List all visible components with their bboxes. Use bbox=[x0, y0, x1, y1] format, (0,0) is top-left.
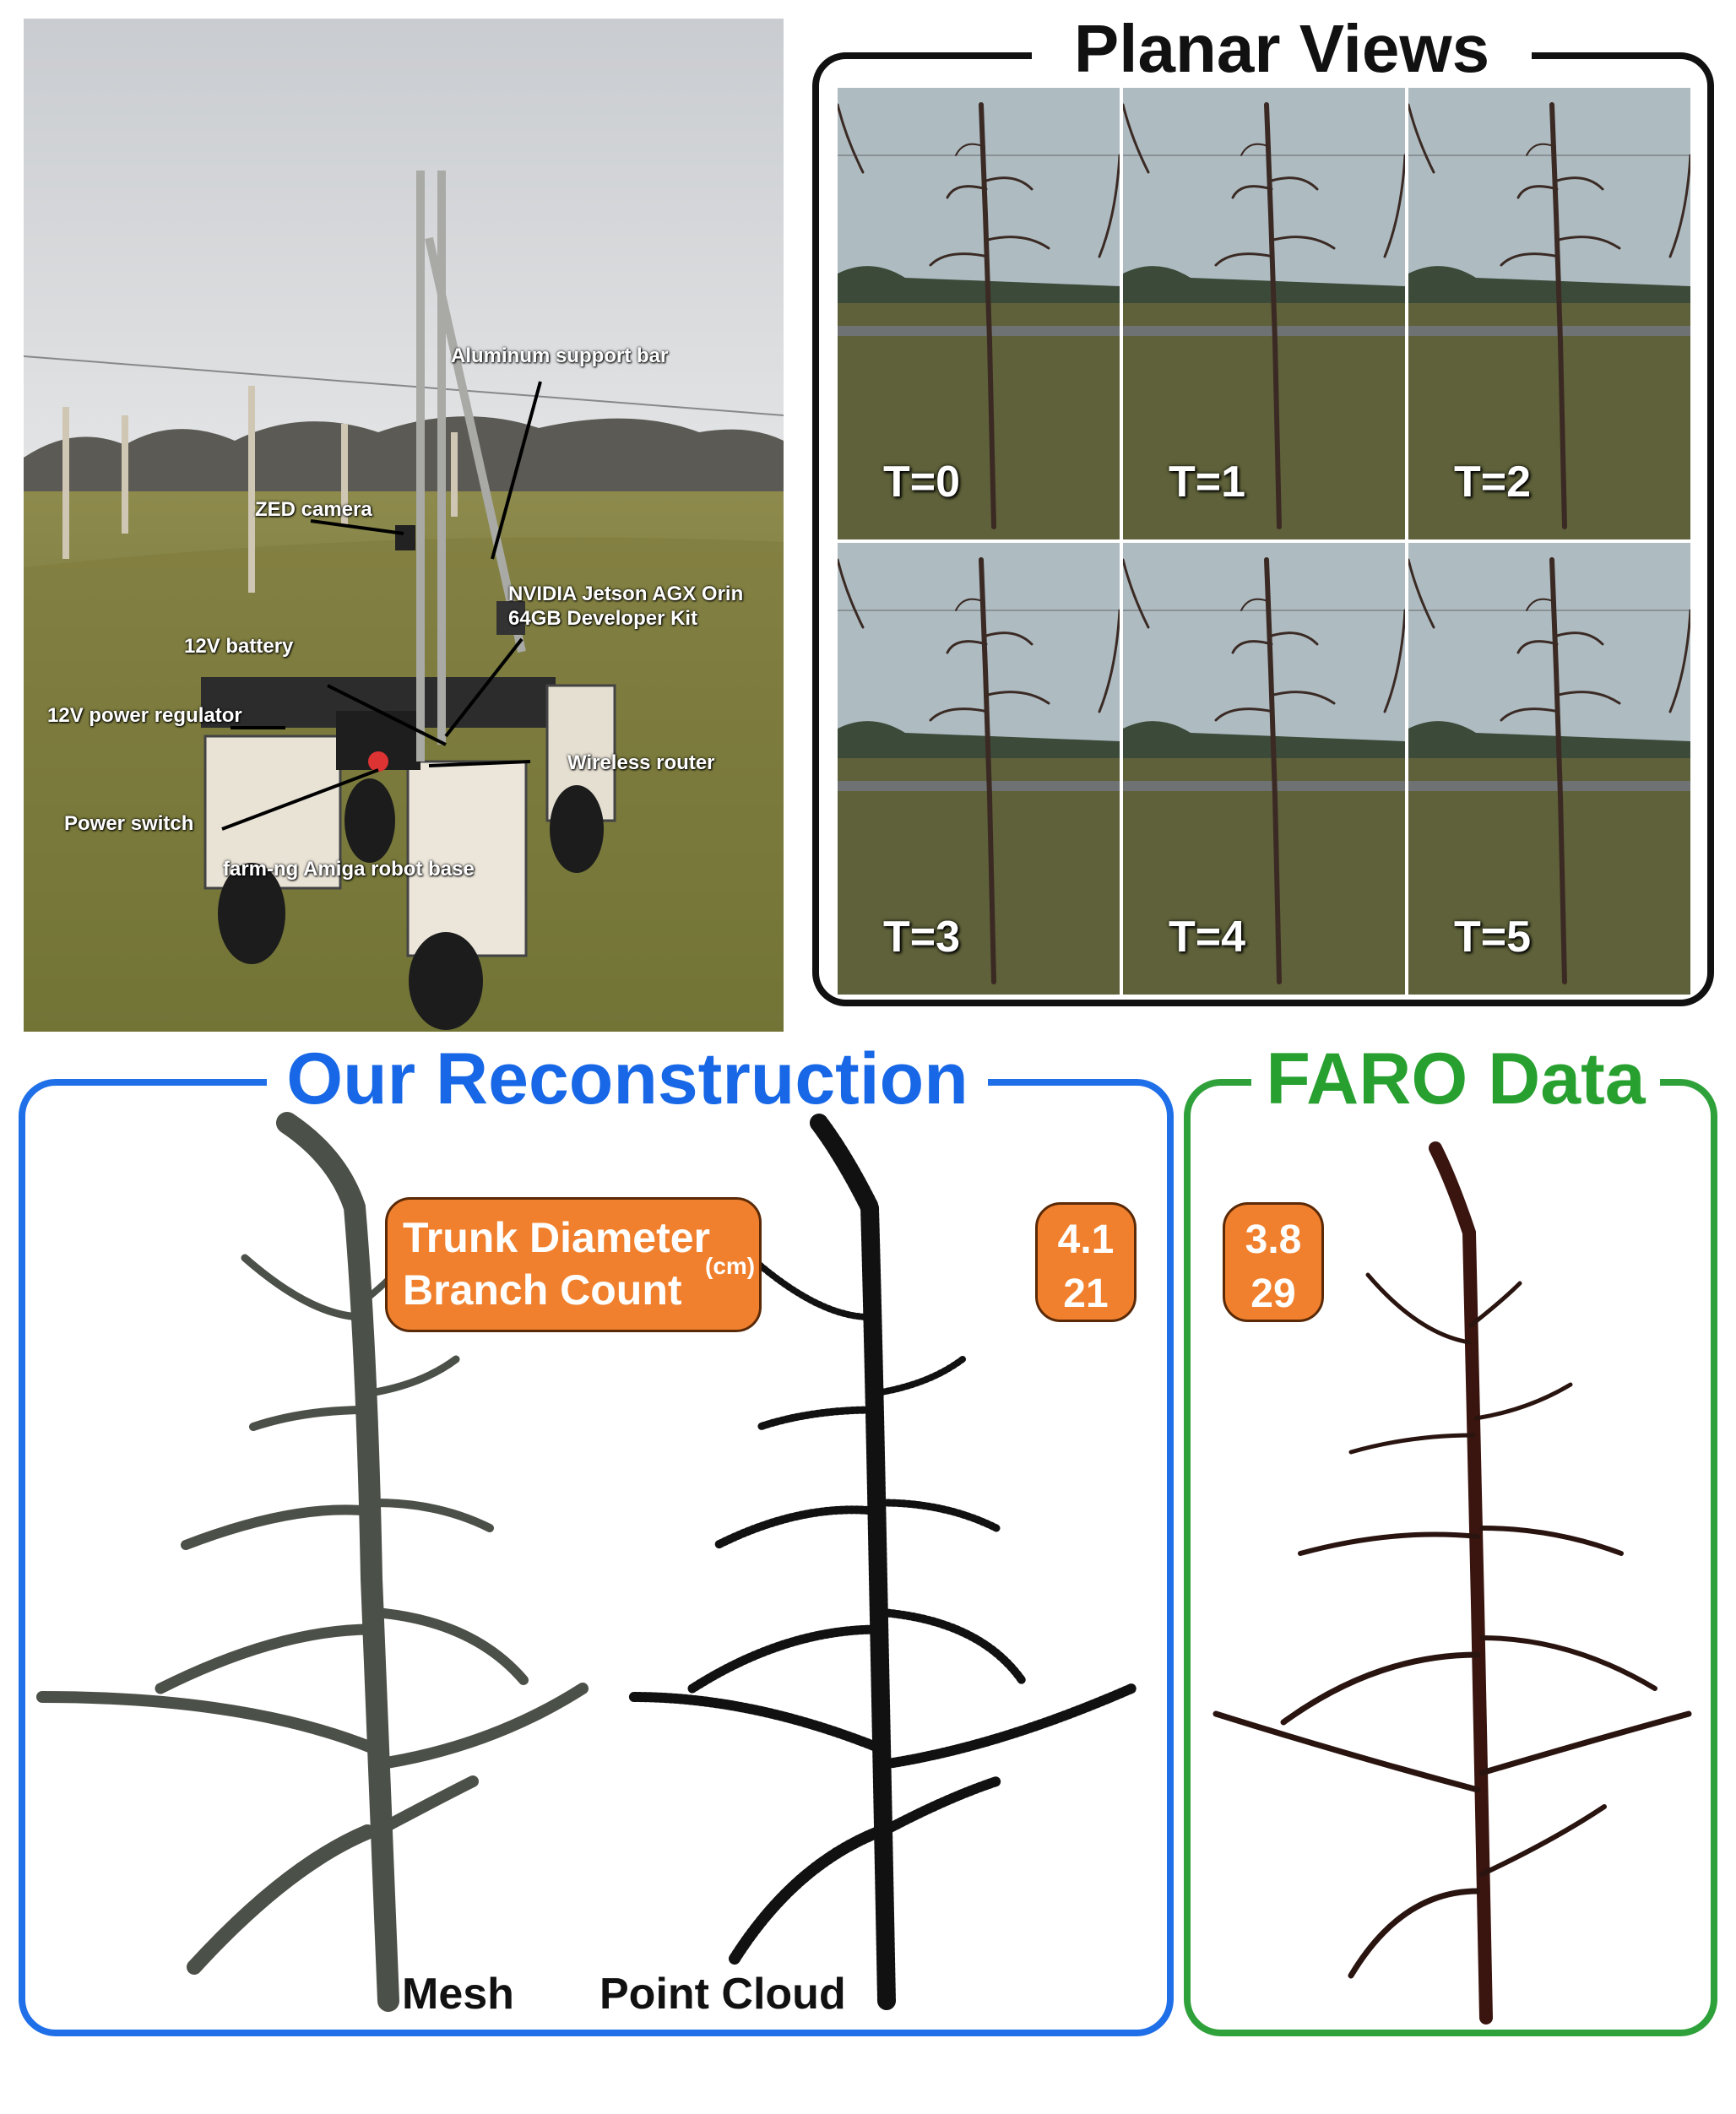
frame-time-label: T=3 bbox=[883, 913, 961, 962]
label-jetson: NVIDIA Jetson AGX Orin 64GB Developer Ki… bbox=[508, 583, 744, 630]
unit-label: (cm) bbox=[705, 1253, 756, 1279]
frame-scene bbox=[1123, 88, 1405, 539]
frame-scene bbox=[1408, 88, 1690, 539]
faro-tree-illustration bbox=[1212, 1141, 1692, 2025]
recon-trunk-diameter-value: 4.1 bbox=[1057, 1217, 1115, 1262]
reconstruction-title: Our Reconstruction bbox=[267, 1035, 988, 1123]
label-aluminum-support-bar: Aluminum support bar bbox=[451, 344, 669, 367]
trunk-diameter-label: Trunk Diameter bbox=[403, 1214, 711, 1261]
mesh-tree-illustration bbox=[36, 1112, 589, 2012]
frame-time-label: T=4 bbox=[1169, 913, 1246, 962]
planar-views-title: Planar Views bbox=[1032, 8, 1532, 89]
planar-frame: T=1 bbox=[1123, 88, 1405, 539]
frame-scene bbox=[1408, 543, 1690, 995]
frame-scene bbox=[838, 88, 1120, 539]
faro-title: FARO Data bbox=[1251, 1035, 1660, 1123]
frame-time-label: T=0 bbox=[883, 458, 961, 507]
planar-frame: T=3 bbox=[838, 543, 1120, 995]
planar-frame: T=5 bbox=[1408, 543, 1690, 995]
label-zed-camera: ZED camera bbox=[255, 498, 372, 521]
faro-branch-count-value: 29 bbox=[1250, 1271, 1296, 1316]
faro-values-badge: 3.8 29 bbox=[1223, 1202, 1324, 1322]
planar-frame: T=2 bbox=[1408, 88, 1690, 539]
robot-scene-illustration bbox=[24, 19, 784, 1032]
label-power-regulator: 12V power regulator bbox=[47, 704, 242, 727]
recon-branch-count-value: 21 bbox=[1063, 1271, 1109, 1316]
planar-frame: T=4 bbox=[1123, 543, 1405, 995]
planar-frame: T=0 bbox=[838, 88, 1120, 539]
frame-time-label: T=2 bbox=[1454, 458, 1532, 507]
point-cloud-tree-illustration bbox=[628, 1114, 1137, 2010]
point-cloud-caption: Point Cloud bbox=[599, 1970, 846, 2019]
label-12v-battery: 12V battery bbox=[184, 635, 294, 658]
mesh-caption: Mesh bbox=[402, 1970, 514, 2019]
frame-time-label: T=5 bbox=[1454, 913, 1532, 962]
branch-count-label: Branch Count bbox=[403, 1266, 682, 1314]
label-wireless-router: Wireless router bbox=[567, 751, 715, 774]
robot-photo: Aluminum support bar ZED camera NVIDIA J… bbox=[24, 19, 784, 1032]
faro-trunk-diameter-value: 3.8 bbox=[1245, 1217, 1302, 1262]
reconstruction-values-badge: 4.1 21 bbox=[1035, 1202, 1137, 1322]
label-amiga-base: farm-ng Amiga robot base bbox=[223, 858, 475, 881]
frame-time-label: T=1 bbox=[1169, 458, 1246, 507]
frame-scene bbox=[838, 543, 1120, 995]
label-power-switch: Power switch bbox=[64, 812, 194, 835]
metric-labels-badge: Trunk Diameter Branch Count (cm) bbox=[385, 1197, 762, 1332]
frame-scene bbox=[1123, 543, 1405, 995]
